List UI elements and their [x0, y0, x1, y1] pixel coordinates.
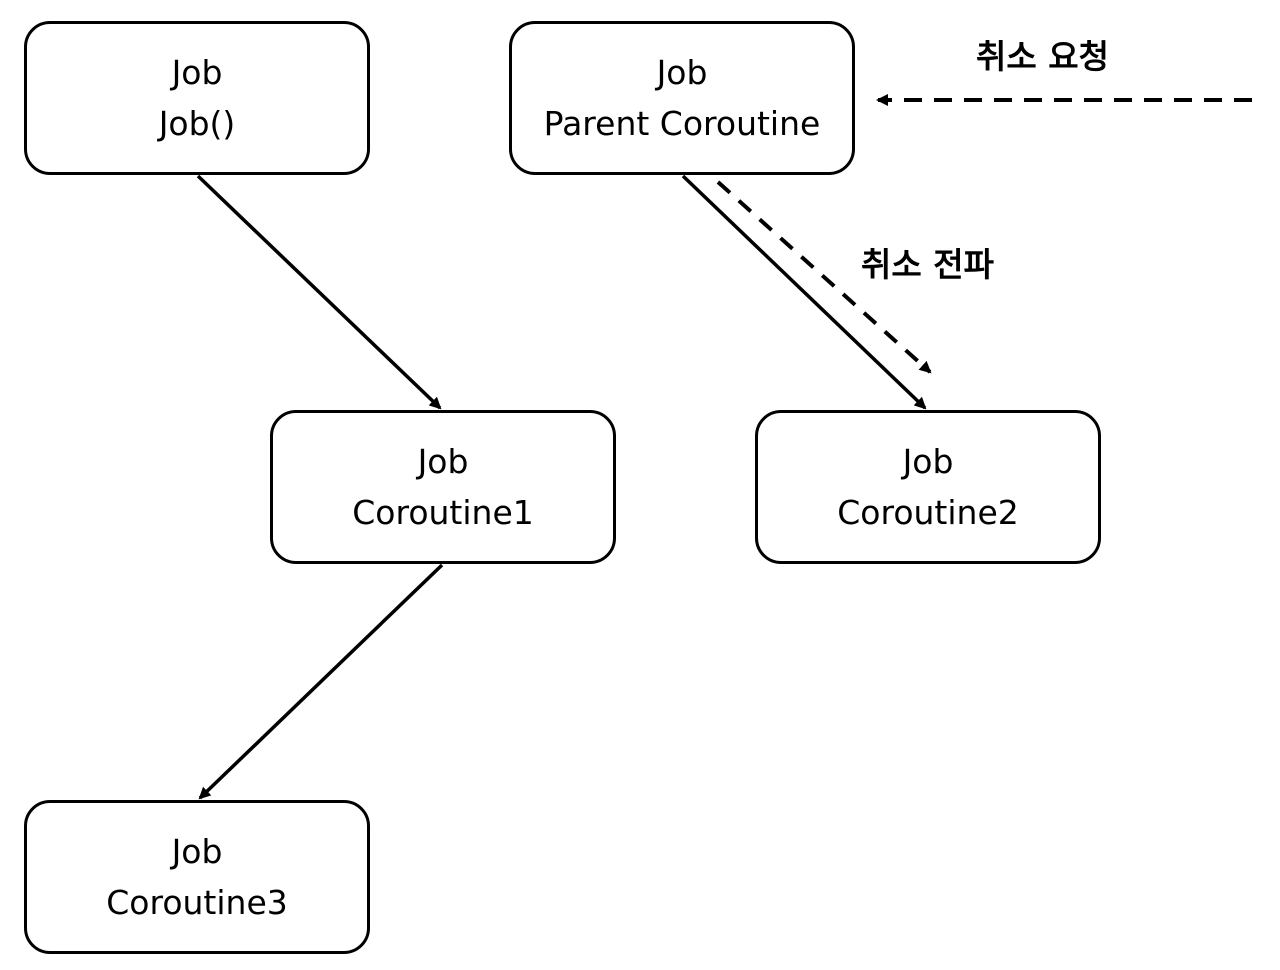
node-coroutine2: Job Coroutine2 — [755, 410, 1101, 564]
node-parent-coroutine: Job Parent Coroutine — [509, 21, 855, 175]
node-job-function: Job Job() — [24, 21, 370, 175]
node-name-label: Parent Coroutine — [543, 104, 821, 143]
node-type-label: Job — [902, 442, 954, 481]
node-name-label: Coroutine3 — [106, 883, 288, 922]
node-coroutine1: Job Coroutine1 — [270, 410, 616, 564]
cancel-request-label: 취소 요청 — [976, 37, 1109, 76]
node-name-label: Coroutine1 — [352, 493, 534, 532]
node-type-label: Job — [417, 442, 469, 481]
node-type-label: Job — [171, 53, 223, 92]
node-type-label: Job — [656, 53, 708, 92]
node-name-label: Job() — [158, 104, 236, 143]
cancel-propagation-label: 취소 전파 — [861, 245, 994, 284]
edge-job-to-coroutine1 — [196, 174, 442, 410]
node-type-label: Job — [171, 832, 223, 871]
edge-coroutine1-to-coroutine3 — [198, 563, 444, 800]
edge-parent-to-coroutine2 — [681, 174, 927, 410]
node-coroutine3: Job Coroutine3 — [24, 800, 370, 954]
node-name-label: Coroutine2 — [837, 493, 1019, 532]
edge-cancel-propagation — [716, 180, 932, 374]
